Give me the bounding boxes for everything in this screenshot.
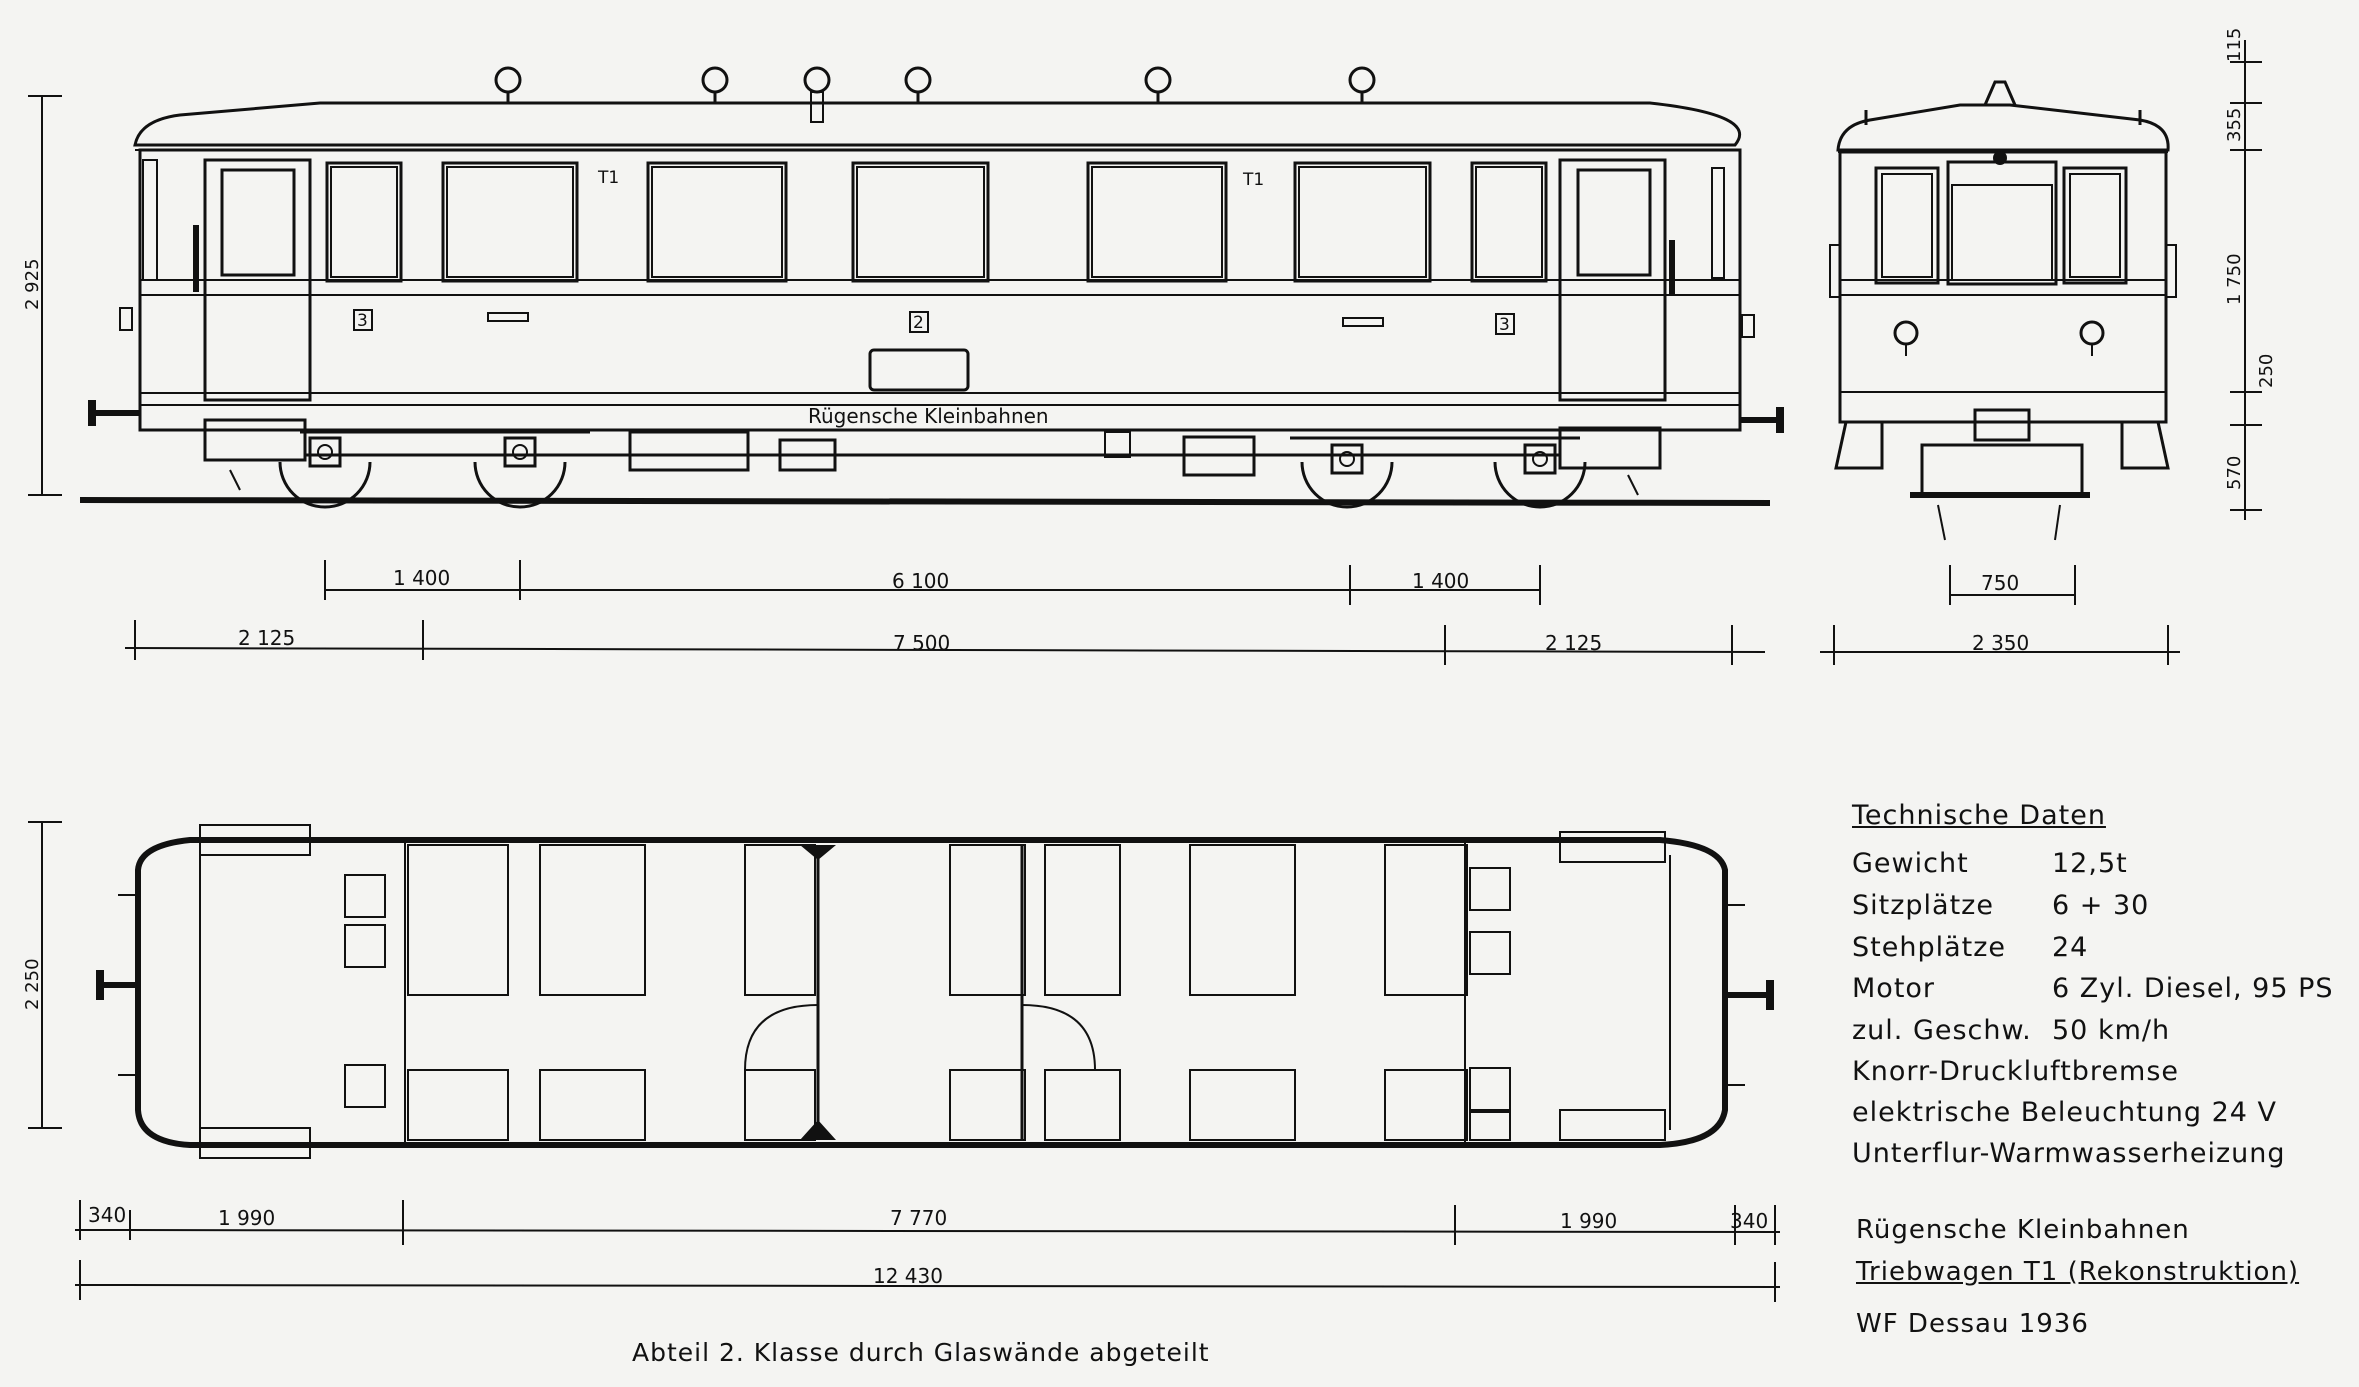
dim-12430: 12 430 [873,1264,943,1288]
bogie-left [229,430,590,509]
dim-2350: 2 350 [1972,631,2029,655]
car-number-left: T1 [597,168,619,188]
spec-value-seats: 6 + 30 [2052,890,2150,921]
dim-1750: 1 750 [2224,253,2245,305]
dim-6100: 6 100 [892,569,949,593]
class-marker-3-left: 3 [357,311,368,331]
dim-115: 115 [2224,28,2245,62]
vehicle-designation: Triebwagen T1 (Rekonstruktion) [1856,1257,2300,1287]
dim-355: 355 [2224,108,2245,142]
spec-feature-heating: Unterflur-Warmwasserheizung [1852,1138,2286,1169]
door-left [203,158,312,402]
dim-1990-left: 1 990 [218,1206,275,1230]
technical-data-heading: Technische Daten [1852,800,2106,831]
dim-2125-right: 2 125 [1545,631,1602,655]
dim-7770: 7 770 [890,1206,947,1230]
dim-570: 570 [2224,456,2245,490]
side-dimensions: 1 400 6 100 1 400 2 125 7 500 2 125 [124,560,1766,665]
side-elevation: 3 2 3 T1 T1 Rügensche Kleinbahnen [22,66,1784,509]
seat-rows [344,844,1511,1141]
spec-label-weight: Gewicht [1852,848,1969,879]
spec-label-standing: Stehplätze [1852,932,2007,963]
dim-250: 250 [2256,354,2277,388]
spec-value-weight: 12,5t [2052,848,2128,879]
operator-name: Rügensche Kleinbahnen [1856,1215,2190,1245]
roof-ventilators [494,66,1376,123]
spec-value-motor: 6 Zyl. Diesel, 95 PS [2052,973,2334,1004]
bogie-right [1290,436,1639,509]
side-windows [325,161,1548,283]
door-right [1558,158,1667,402]
spec-feature-brake: Knorr-Druckluftbremse [1852,1056,2180,1087]
spec-label-seats: Sitzplätze [1852,890,1994,921]
height-dimension: 2 925 [22,258,43,310]
dim-340-right: 340 [1730,1209,1768,1233]
spec-label-speed: zul. Geschw. [1852,1015,2032,1046]
dim-7500: 7 500 [893,631,950,655]
class-marker-2: 2 [913,313,924,333]
end-elevation: 115 355 1 750 250 570 750 2 350 [1820,28,2277,665]
car-body [138,148,1742,432]
dim-340-left: 340 [88,1203,126,1227]
drawing-caption: Abteil 2. Klasse durch Glaswände abgetei… [632,1338,1210,1367]
builder: WF Dessau 1936 [1856,1309,2089,1339]
spec-value-standing: 24 [2052,932,2089,963]
spec-value-speed: 50 km/h [2052,1015,2171,1046]
rail [79,497,1771,506]
plan-width-dimension: 2 250 [22,958,43,1010]
spec-feature-lighting: elektrische Beleuchtung 24 V [1852,1097,2278,1128]
floor-plan: 2 250 [22,821,1774,1159]
dim-2125-left: 2 125 [238,626,295,650]
dim-1400-right: 1 400 [1412,569,1469,593]
dim-1990-right: 1 990 [1560,1209,1617,1233]
car-number-right: T1 [1242,170,1264,190]
dim-750: 750 [1981,571,2019,595]
side-lettering: Rügensche Kleinbahnen [808,404,1049,428]
dim-1400-left: 1 400 [393,566,450,590]
roof [133,101,1742,147]
spec-label-motor: Motor [1852,973,1936,1004]
class-marker-3-right: 3 [1499,315,1510,335]
plan-dimensions: 340 1 990 7 770 1 990 340 12 430 [74,1200,1781,1302]
plan-outline [135,837,1728,1148]
